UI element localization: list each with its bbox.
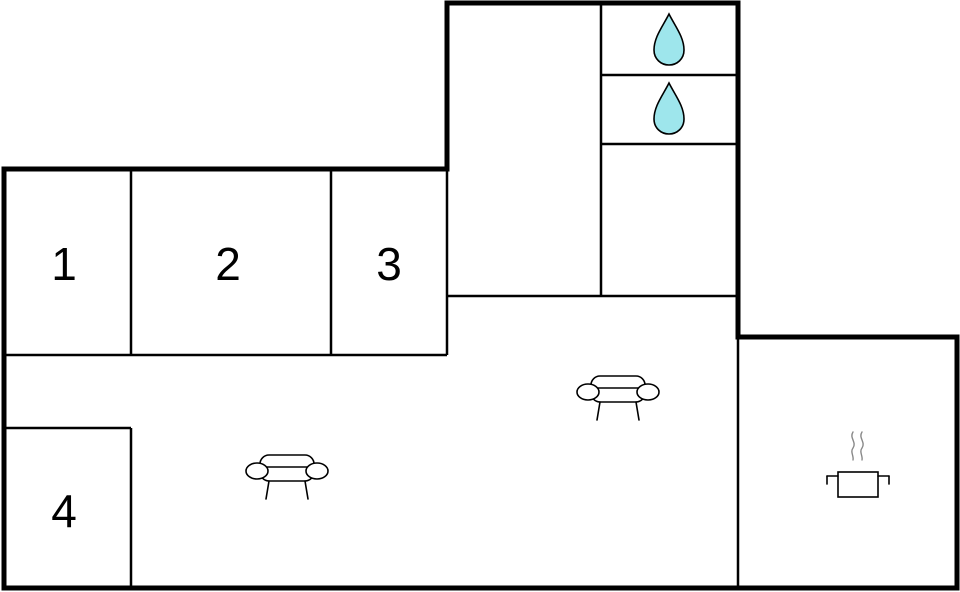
room-label-3: 3	[376, 238, 402, 290]
interior-walls	[4, 3, 740, 588]
room-label-2: 2	[215, 238, 241, 290]
room-label-1: 1	[51, 238, 77, 290]
room-label-4: 4	[51, 485, 77, 537]
cooking-pot-icon	[826, 431, 890, 498]
water-drop-icon	[653, 12, 685, 66]
water-drop-icon	[653, 81, 685, 135]
sofa-icon	[576, 375, 660, 421]
sofa-icon	[245, 454, 329, 500]
